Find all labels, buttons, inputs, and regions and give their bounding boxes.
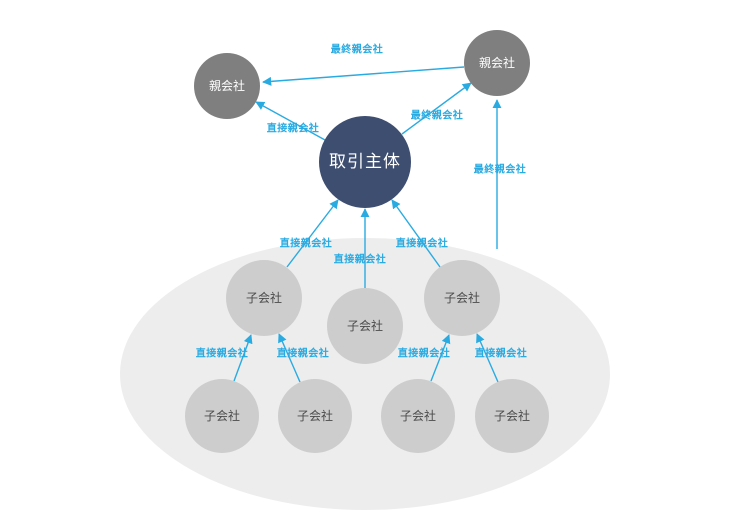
node-subsidiary-bottom-2: 子会社 bbox=[278, 379, 352, 453]
edge-label-b4-direct: 直接親会社 bbox=[474, 348, 528, 360]
edge-arrow-ultimate-top bbox=[262, 66, 465, 86]
edge-label-b2-direct: 直接親会社 bbox=[276, 348, 330, 360]
edge-arrow-ultimate-right bbox=[401, 82, 472, 135]
node-parent-left: 親会社 bbox=[194, 53, 260, 119]
node-transaction-subject-label: 取引主体 bbox=[329, 151, 401, 171]
node-subsidiary-mid-1-label: 子会社 bbox=[245, 290, 282, 305]
node-subsidiary-mid-1: 子会社 bbox=[226, 260, 302, 336]
edge-label-mid1-direct: 直接親会社 bbox=[279, 238, 333, 250]
edge-label-mid2-direct: 直接親会社 bbox=[333, 254, 387, 266]
edge-label-ultimate-top: 最終親会社 bbox=[330, 44, 384, 56]
node-parent-right-label: 親会社 bbox=[478, 55, 515, 70]
node-subsidiary-mid-3-label: 子会社 bbox=[443, 290, 480, 305]
node-subsidiary-bottom-2-label: 子会社 bbox=[296, 408, 333, 423]
edge-arrow-mid3-subject bbox=[391, 199, 441, 268]
edge-arrow-b3-mid3 bbox=[430, 334, 451, 382]
edge-arrow-b2-mid1 bbox=[278, 333, 301, 383]
node-transaction-subject: 取引主体 bbox=[319, 116, 411, 208]
node-subsidiary-mid-3: 子会社 bbox=[424, 260, 500, 336]
edge-label-b3-direct: 直接親会社 bbox=[397, 348, 451, 360]
node-subsidiary-mid-2-label: 子会社 bbox=[346, 318, 383, 333]
edge-label-mid3-direct: 直接親会社 bbox=[395, 238, 449, 250]
node-subsidiary-bottom-1-label: 子会社 bbox=[203, 408, 240, 423]
node-subsidiary-bottom-4: 子会社 bbox=[475, 379, 549, 453]
node-subsidiary-bottom-3: 子会社 bbox=[381, 379, 455, 453]
edge-label-b1-direct: 直接親会社 bbox=[195, 348, 249, 360]
node-parent-left-label: 親会社 bbox=[208, 78, 245, 93]
edge-label-ultimate-right: 最終親会社 bbox=[410, 110, 464, 122]
node-subsidiary-bottom-4-label: 子会社 bbox=[493, 408, 530, 423]
node-parent-right: 親会社 bbox=[464, 30, 530, 96]
node-subsidiary-mid-2: 子会社 bbox=[327, 288, 403, 364]
edge-arrow-mid1-subject bbox=[286, 199, 339, 268]
edge-arrow-b1-mid1 bbox=[233, 334, 253, 382]
edge-label-direct-left: 直接親会社 bbox=[266, 123, 320, 135]
node-subsidiary-bottom-1: 子会社 bbox=[185, 379, 259, 453]
edge-arrow-direct-left bbox=[255, 101, 326, 141]
node-subsidiary-bottom-3-label: 子会社 bbox=[399, 408, 436, 423]
edge-arrow-b4-mid3 bbox=[476, 333, 499, 383]
edge-label-ultimate-vertical: 最終親会社 bbox=[473, 164, 527, 176]
